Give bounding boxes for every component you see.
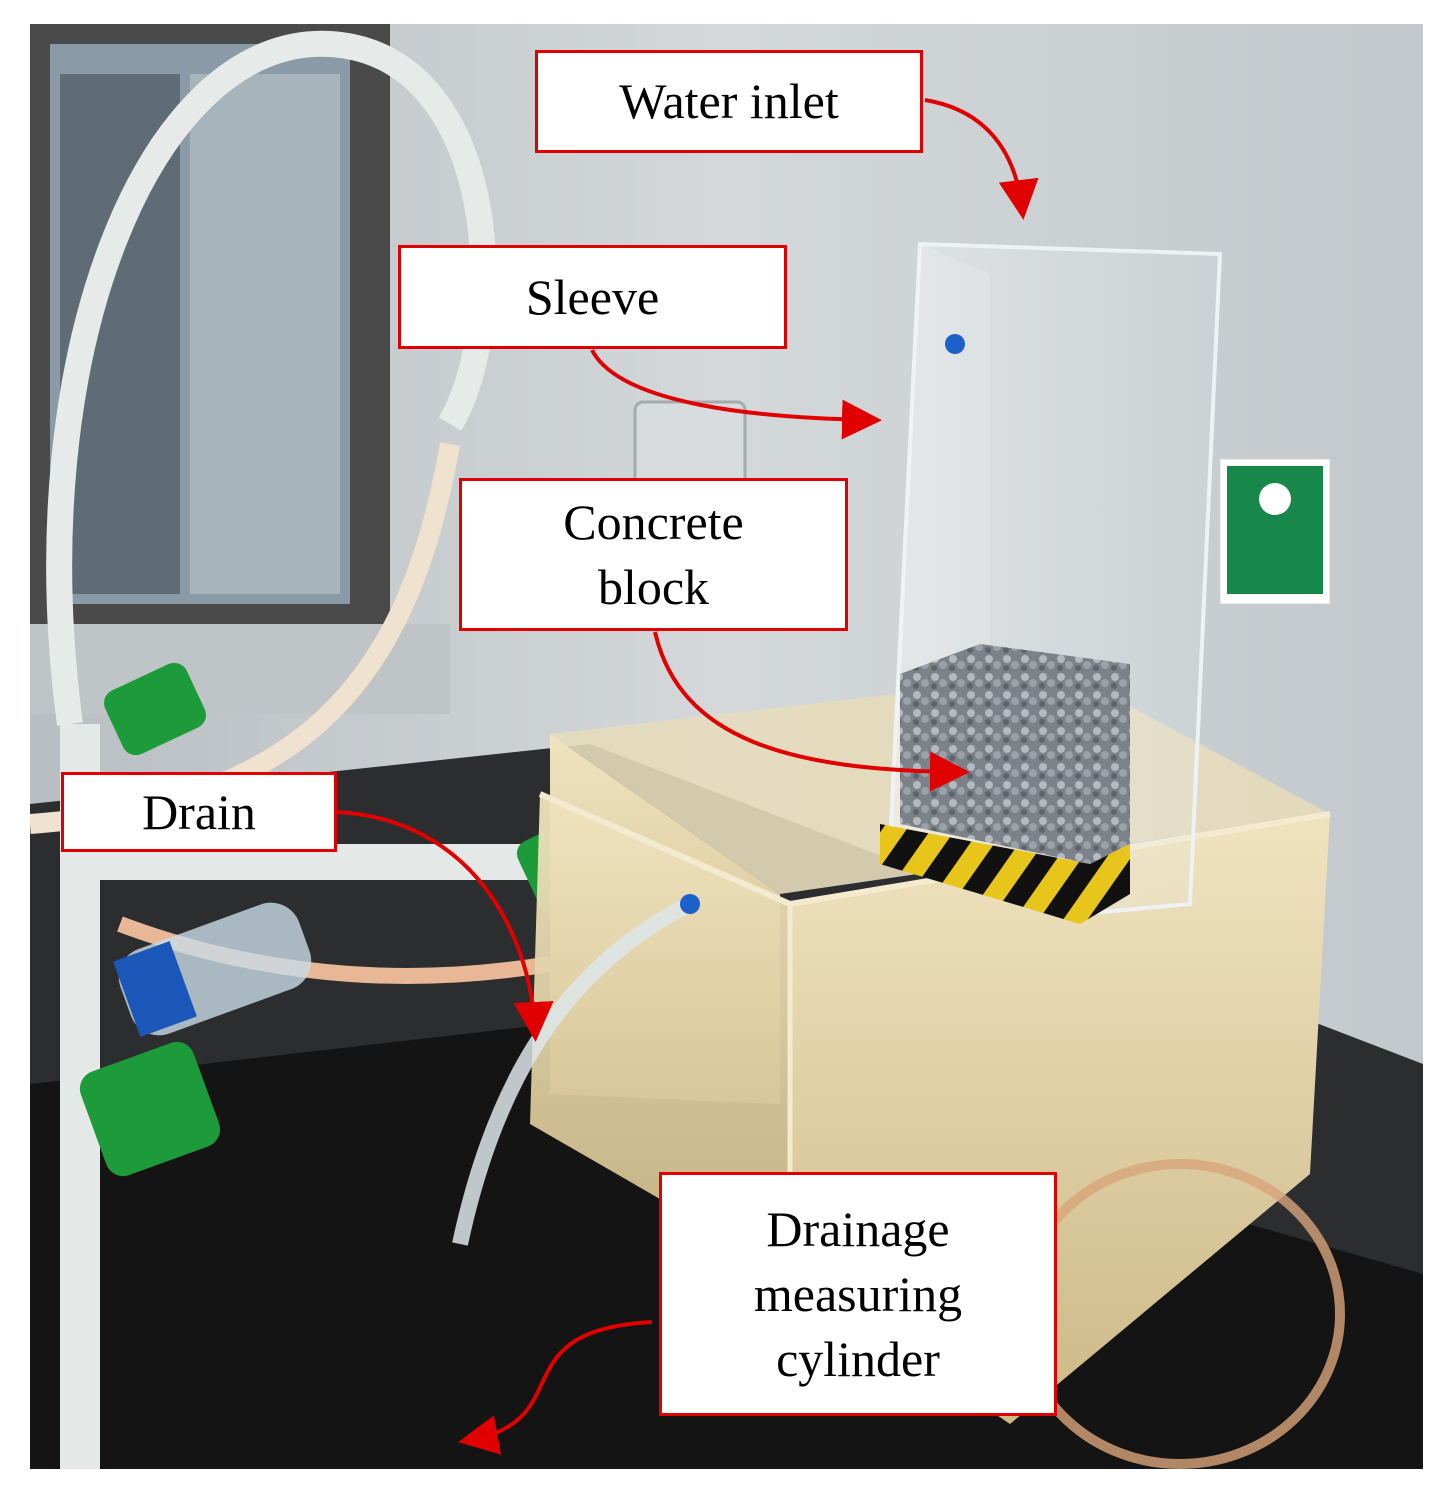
- label-concrete-block: Concrete block: [459, 478, 848, 631]
- label-drainage-measuring-cylinder: Drainage measuring cylinder: [659, 1172, 1057, 1416]
- arrow-water-inlet: [924, 98, 1039, 220]
- label-water-inlet: Water inlet: [535, 50, 923, 153]
- arrow-drainage-cylinder: [458, 1320, 653, 1455]
- arrow-sleeve: [590, 349, 882, 440]
- label-drain: Drain: [61, 772, 337, 852]
- arrow-drain: [337, 810, 554, 1042]
- label-sleeve: Sleeve: [398, 245, 787, 349]
- arrow-concrete-block: [653, 631, 970, 792]
- concrete-block-shape: [900, 644, 1130, 864]
